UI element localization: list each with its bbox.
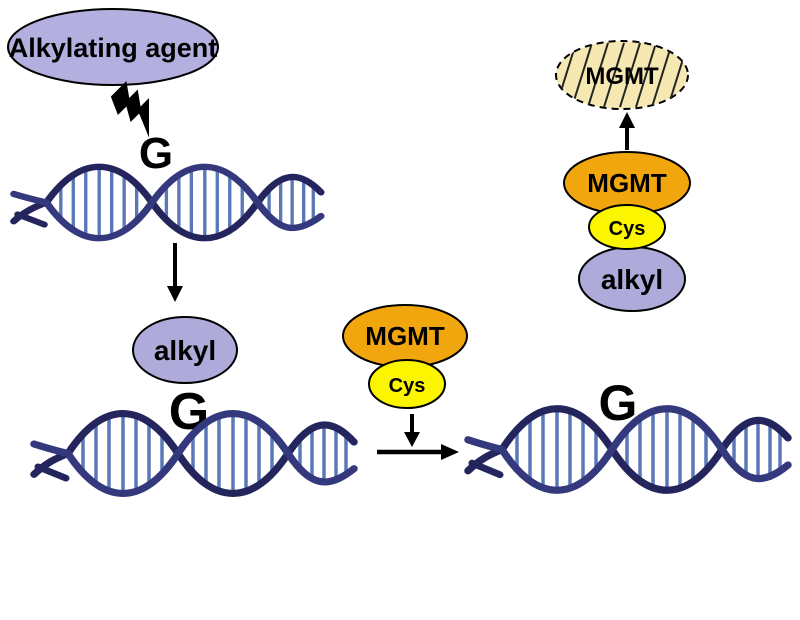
guanine-damaged-label: G (139, 129, 173, 178)
arrow-down-1 (167, 243, 183, 302)
mgmt-inactivated-ellipse (555, 40, 689, 110)
alkyl-adduct-label: alkyl (154, 335, 216, 366)
mgmt-complex-label: MGMT (587, 168, 667, 198)
cys-active-ellipse (368, 359, 446, 409)
alkyl-adduct-ellipse (132, 316, 238, 384)
cys-complex-ellipse (588, 204, 666, 250)
mgmt-inactivated-node: MGMT (555, 40, 689, 110)
alkylating-agent-node: Alkylating agent (7, 8, 219, 86)
mgmt-inactivated-label: MGMT (585, 63, 659, 90)
mgmt-alkyl-complex: MGMT alkyl Cys (563, 151, 691, 312)
alkyl-adduct-node: alkyl (132, 316, 238, 384)
cys-complex-label: Cys (609, 218, 646, 240)
arrow-down-2 (404, 414, 420, 447)
guanine-alkylated-label: G (169, 383, 209, 441)
mgmt-active-node: MGMT Cys (342, 304, 468, 409)
alkyl-complex-label: alkyl (601, 264, 663, 295)
alkylating-agent-label: Alkylating agent (9, 33, 218, 63)
arrow-right (377, 444, 459, 460)
alkylating-agent-ellipse (7, 8, 219, 86)
lightning-bolt-icon (110, 81, 150, 138)
arrow-up (619, 112, 635, 150)
cys-active-label: Cys (389, 375, 426, 397)
mgmt-active-label: MGMT (365, 321, 445, 351)
hatch-pattern (556, 42, 688, 108)
